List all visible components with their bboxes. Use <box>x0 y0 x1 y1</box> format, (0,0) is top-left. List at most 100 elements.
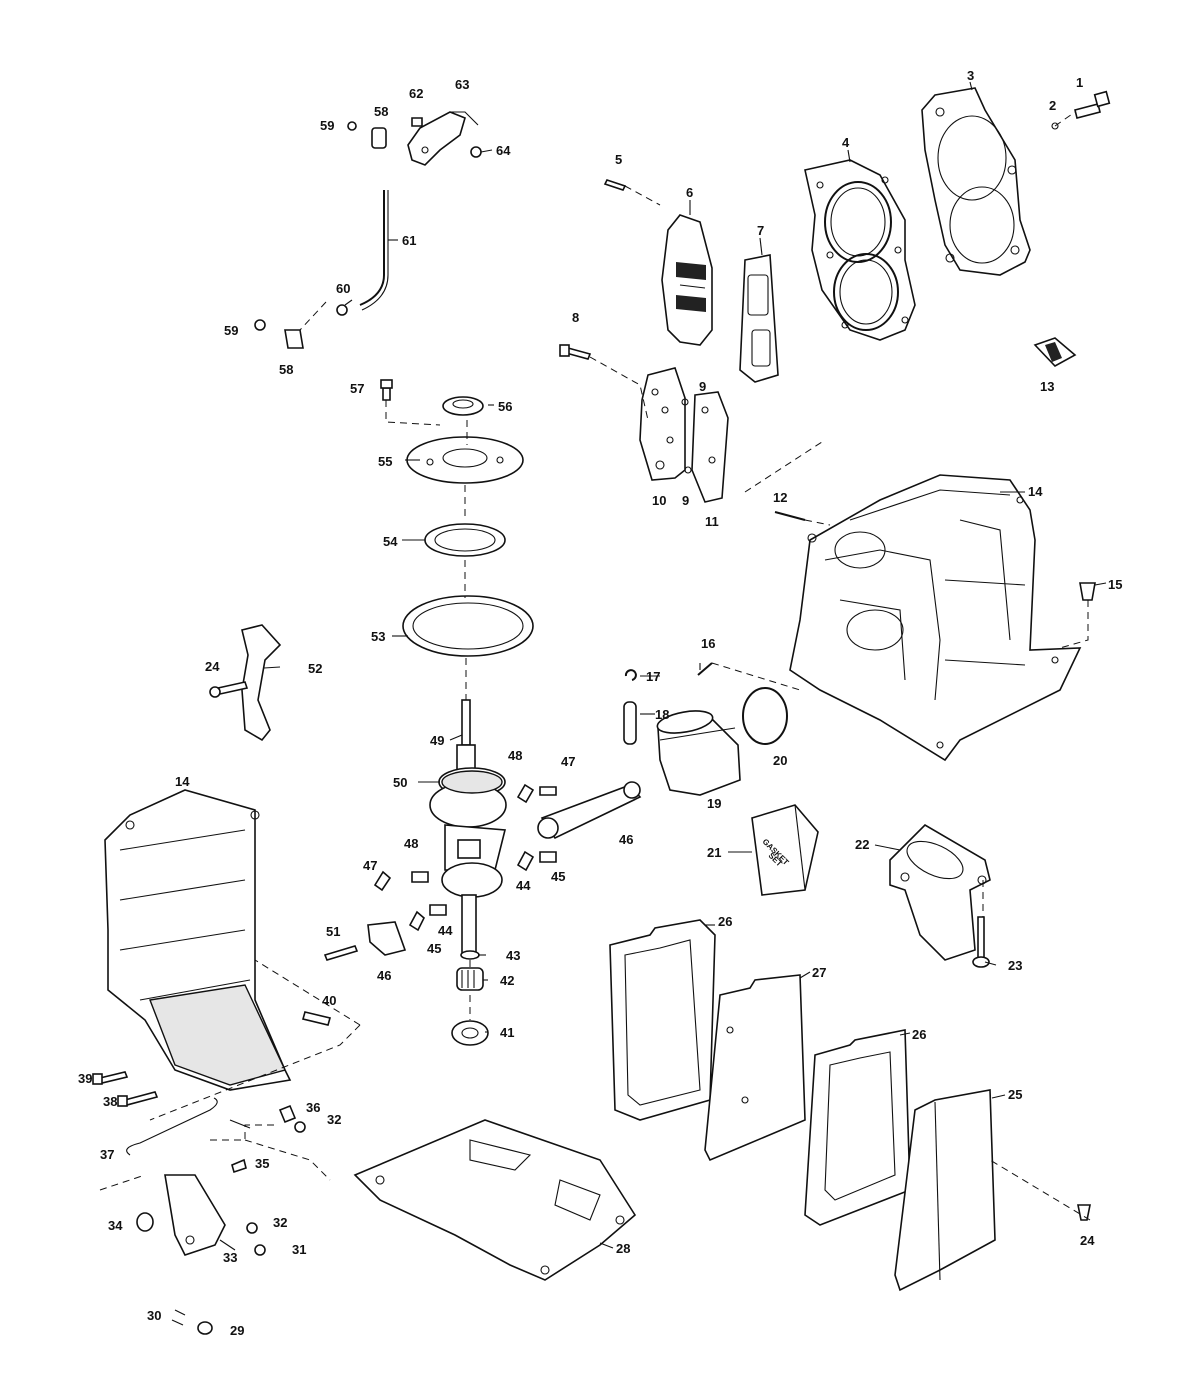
head-bolt <box>1074 90 1111 119</box>
callout-47b: 47 <box>363 858 377 873</box>
callout-24a: 24 <box>205 659 220 674</box>
connecting-rod <box>537 781 642 840</box>
callout-20: 20 <box>773 753 787 768</box>
callout-8: 8 <box>572 310 579 325</box>
piston-pin-lock <box>697 662 713 676</box>
rod-bearing-lower <box>373 870 392 892</box>
callout-31: 31 <box>292 1242 306 1257</box>
bearing-housing <box>406 436 524 484</box>
callout-37: 37 <box>100 1147 114 1162</box>
throttle-spring <box>126 1097 218 1156</box>
leader-lines <box>219 81 1107 1251</box>
callout-35: 35 <box>255 1156 269 1171</box>
intake-gasket-upper <box>609 919 716 1121</box>
callout-18: 18 <box>655 707 669 722</box>
screw-57 <box>380 379 393 401</box>
callout-45a: 45 <box>551 869 565 884</box>
callout-2: 2 <box>1049 98 1056 113</box>
callout-40: 40 <box>322 993 336 1008</box>
lever-bushing <box>136 1212 154 1232</box>
callout-46a: 46 <box>619 832 633 847</box>
gasket-set-box: GASKET SET <box>751 804 819 896</box>
callout-15: 15 <box>1108 577 1122 592</box>
nut-29 <box>197 1321 213 1335</box>
bracket-screw <box>209 681 249 698</box>
rod-cap-screw <box>323 945 359 961</box>
rod-bearing-small <box>408 910 425 932</box>
lever-nut-32b <box>246 1222 258 1234</box>
callout-62: 62 <box>409 86 423 101</box>
intake-manifold <box>889 823 991 961</box>
spring-screw-36 <box>278 1104 297 1124</box>
callout-41: 41 <box>500 1025 514 1040</box>
exhaust-cover <box>661 214 713 346</box>
callout-22: 22 <box>855 837 869 852</box>
link-roller-upper <box>371 127 387 149</box>
callout-12: 12 <box>773 490 787 505</box>
callout-29: 29 <box>230 1323 244 1338</box>
dowel-pin <box>302 1011 331 1026</box>
callout-63: 63 <box>455 77 469 92</box>
piston-pin <box>623 701 637 745</box>
callout-5: 5 <box>615 152 622 167</box>
piston-pin-retainer <box>624 669 637 681</box>
callout-45b: 45 <box>427 941 441 956</box>
callout-21: 21 <box>707 845 721 860</box>
callout-47a: 47 <box>561 754 575 769</box>
callout-48b: 48 <box>404 836 418 851</box>
lower-bearing <box>456 967 484 991</box>
housing-gasket <box>424 523 506 557</box>
crankcase-screw-38 <box>117 1091 159 1107</box>
callout-60: 60 <box>336 281 350 296</box>
callout-34: 34 <box>108 1218 123 1233</box>
upper-seal <box>442 396 484 416</box>
lever-nut-31 <box>254 1244 266 1256</box>
callout-61: 61 <box>402 233 416 248</box>
callout-59a: 59 <box>320 118 334 133</box>
callout-7: 7 <box>757 223 764 238</box>
callout-50: 50 <box>393 775 407 790</box>
link-roller-lower <box>284 329 304 349</box>
stud <box>774 511 806 521</box>
rod-bearing-upper <box>516 783 535 804</box>
bearing-cage-lower <box>411 871 429 883</box>
throttle-link-rod <box>359 190 389 311</box>
callout-19: 19 <box>707 796 721 811</box>
retaining-ring <box>460 950 480 960</box>
callout-14b: 14 <box>175 774 190 789</box>
manifold-screw <box>972 916 990 968</box>
callout-24b: 24 <box>1080 1233 1095 1248</box>
callout-52: 52 <box>308 661 322 676</box>
callout-11: 11 <box>705 514 719 529</box>
intake-gasket-lower <box>804 1029 911 1226</box>
lower-seal <box>451 1020 489 1046</box>
throttle-lever <box>164 1174 226 1256</box>
main-bearing <box>441 770 503 794</box>
connecting-rod-cap <box>367 921 407 956</box>
crankcase-cylinder-block <box>789 474 1082 762</box>
bracket <box>241 624 282 742</box>
callout-44b: 44 <box>438 923 453 938</box>
callout-9a: 9 <box>699 379 706 394</box>
callout-6: 6 <box>686 185 693 200</box>
callout-44a: 44 <box>516 878 531 893</box>
callout-17: 17 <box>646 669 660 684</box>
callout-23: 23 <box>1008 958 1022 973</box>
callout-32a: 32 <box>327 1112 341 1127</box>
link-nut-mid <box>336 304 348 316</box>
link-nut-lower <box>254 319 266 331</box>
callout-30: 30 <box>147 1308 161 1323</box>
reed-bolt <box>559 344 592 360</box>
callout-labels: 1 2 3 4 5 6 7 8 9 9 10 11 12 13 14 15 16… <box>78 68 1122 1338</box>
clip-30 <box>171 1309 186 1326</box>
callout-46b: 46 <box>377 968 391 983</box>
crankcase-half <box>104 789 292 1091</box>
alignment-lines <box>99 111 1091 1221</box>
callout-26b: 26 <box>912 1027 926 1042</box>
cover-plate <box>894 1089 996 1292</box>
callout-42: 42 <box>500 973 514 988</box>
temperature-switch <box>1033 337 1077 367</box>
callout-1: 1 <box>1076 75 1083 90</box>
bearing-cage-small <box>429 904 447 916</box>
exhaust-gasket <box>739 254 779 383</box>
